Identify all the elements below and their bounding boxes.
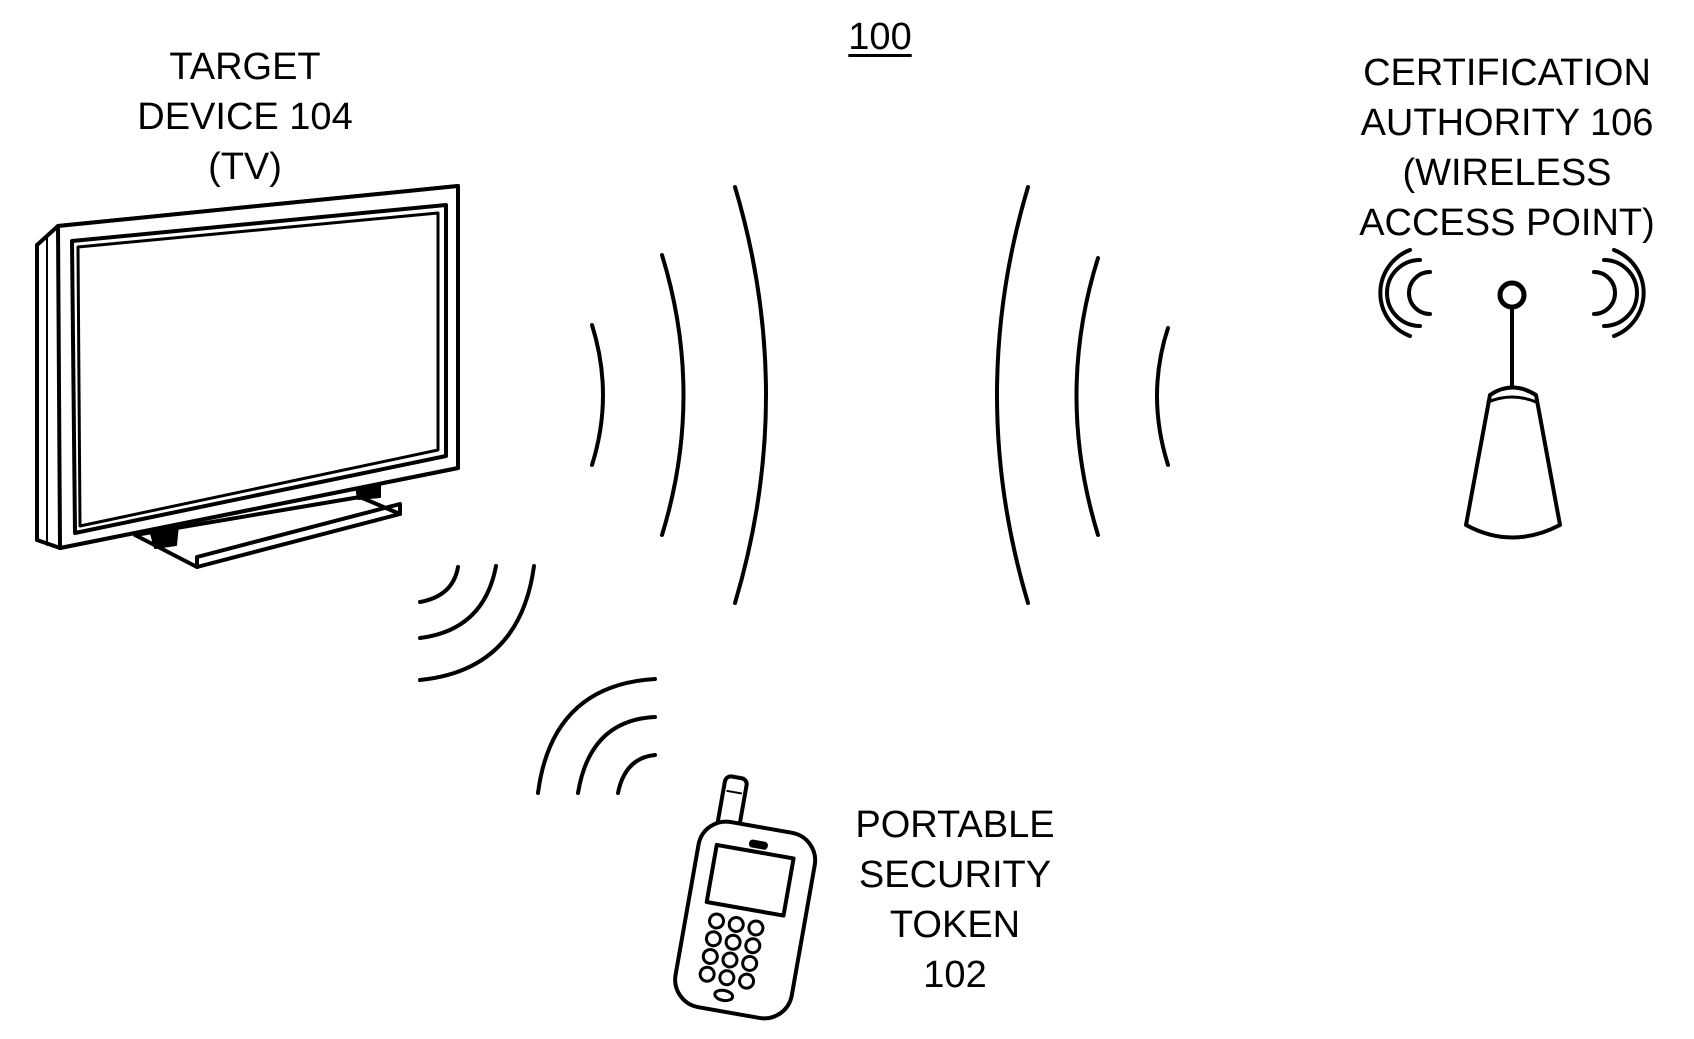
television-icon: [37, 186, 458, 567]
wireless-access-point-icon: [1380, 250, 1643, 538]
tv-to-token-signal-waves: [420, 566, 534, 680]
tv-body: [37, 186, 458, 548]
tv-signal-waves: [592, 187, 766, 603]
token-signal-waves: [538, 679, 655, 793]
mobile-phone-icon: [671, 773, 828, 1023]
access-point-signal-waves: [997, 187, 1168, 603]
